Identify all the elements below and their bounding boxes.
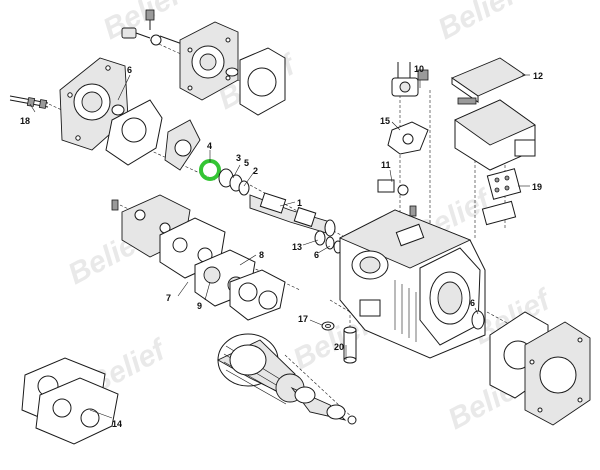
- leader-lines: [29, 74, 530, 419]
- cylinder-head-left: [111, 194, 286, 321]
- part-4-highlighted-ring: [199, 159, 221, 181]
- part-18-bolt: [9, 95, 49, 109]
- callout-labels: 6 18 4 3 5 2 1 13 6 8 7 9 10 12 15 11 19…: [20, 64, 543, 429]
- callout-9: 9: [197, 301, 202, 311]
- callout-10: 10: [414, 64, 424, 74]
- callout-11: 11: [381, 160, 391, 170]
- callout-6-mid: 6: [314, 250, 319, 260]
- callout-3: 3: [236, 153, 241, 163]
- part-1-crankshaft: [249, 192, 336, 237]
- callout-2: 2: [253, 166, 258, 176]
- part-6-end-cover-left: [59, 57, 163, 166]
- shaft-seal-group: [164, 119, 250, 196]
- motor-stator: [217, 333, 305, 405]
- callout-15: 15: [380, 116, 390, 126]
- callout-13: 13: [292, 242, 302, 252]
- callout-18: 18: [20, 116, 30, 126]
- watermark-1: Belief: [98, 0, 188, 46]
- shaft-rings: [314, 230, 343, 254]
- callout-5: 5: [244, 158, 249, 168]
- motor-rotor: [290, 386, 347, 421]
- callout-7: 7: [166, 293, 171, 303]
- callout-6-top: 6: [127, 65, 132, 75]
- callout-12: 12: [533, 71, 543, 81]
- compressor-housing: [338, 209, 486, 359]
- callout-1: 1: [297, 198, 302, 208]
- top-valves: [377, 62, 429, 217]
- part-14-gasket-set: [21, 357, 119, 445]
- callout-19: 19: [532, 182, 542, 192]
- part-6-end-cover-top: [179, 21, 286, 116]
- callout-6-right: 6: [470, 298, 475, 308]
- part-19-terminal-board: [481, 168, 522, 226]
- callout-20: 20: [334, 342, 344, 352]
- callout-8: 8: [259, 250, 264, 260]
- watermark-3: Belief: [433, 0, 523, 46]
- part-12-terminal-box: [451, 57, 536, 171]
- bottom-bolts: [321, 321, 357, 425]
- part-6-end-cover-right: [471, 310, 591, 426]
- callout-4: 4: [207, 141, 212, 151]
- callout-14: 14: [112, 419, 122, 429]
- callout-17: 17: [298, 314, 308, 324]
